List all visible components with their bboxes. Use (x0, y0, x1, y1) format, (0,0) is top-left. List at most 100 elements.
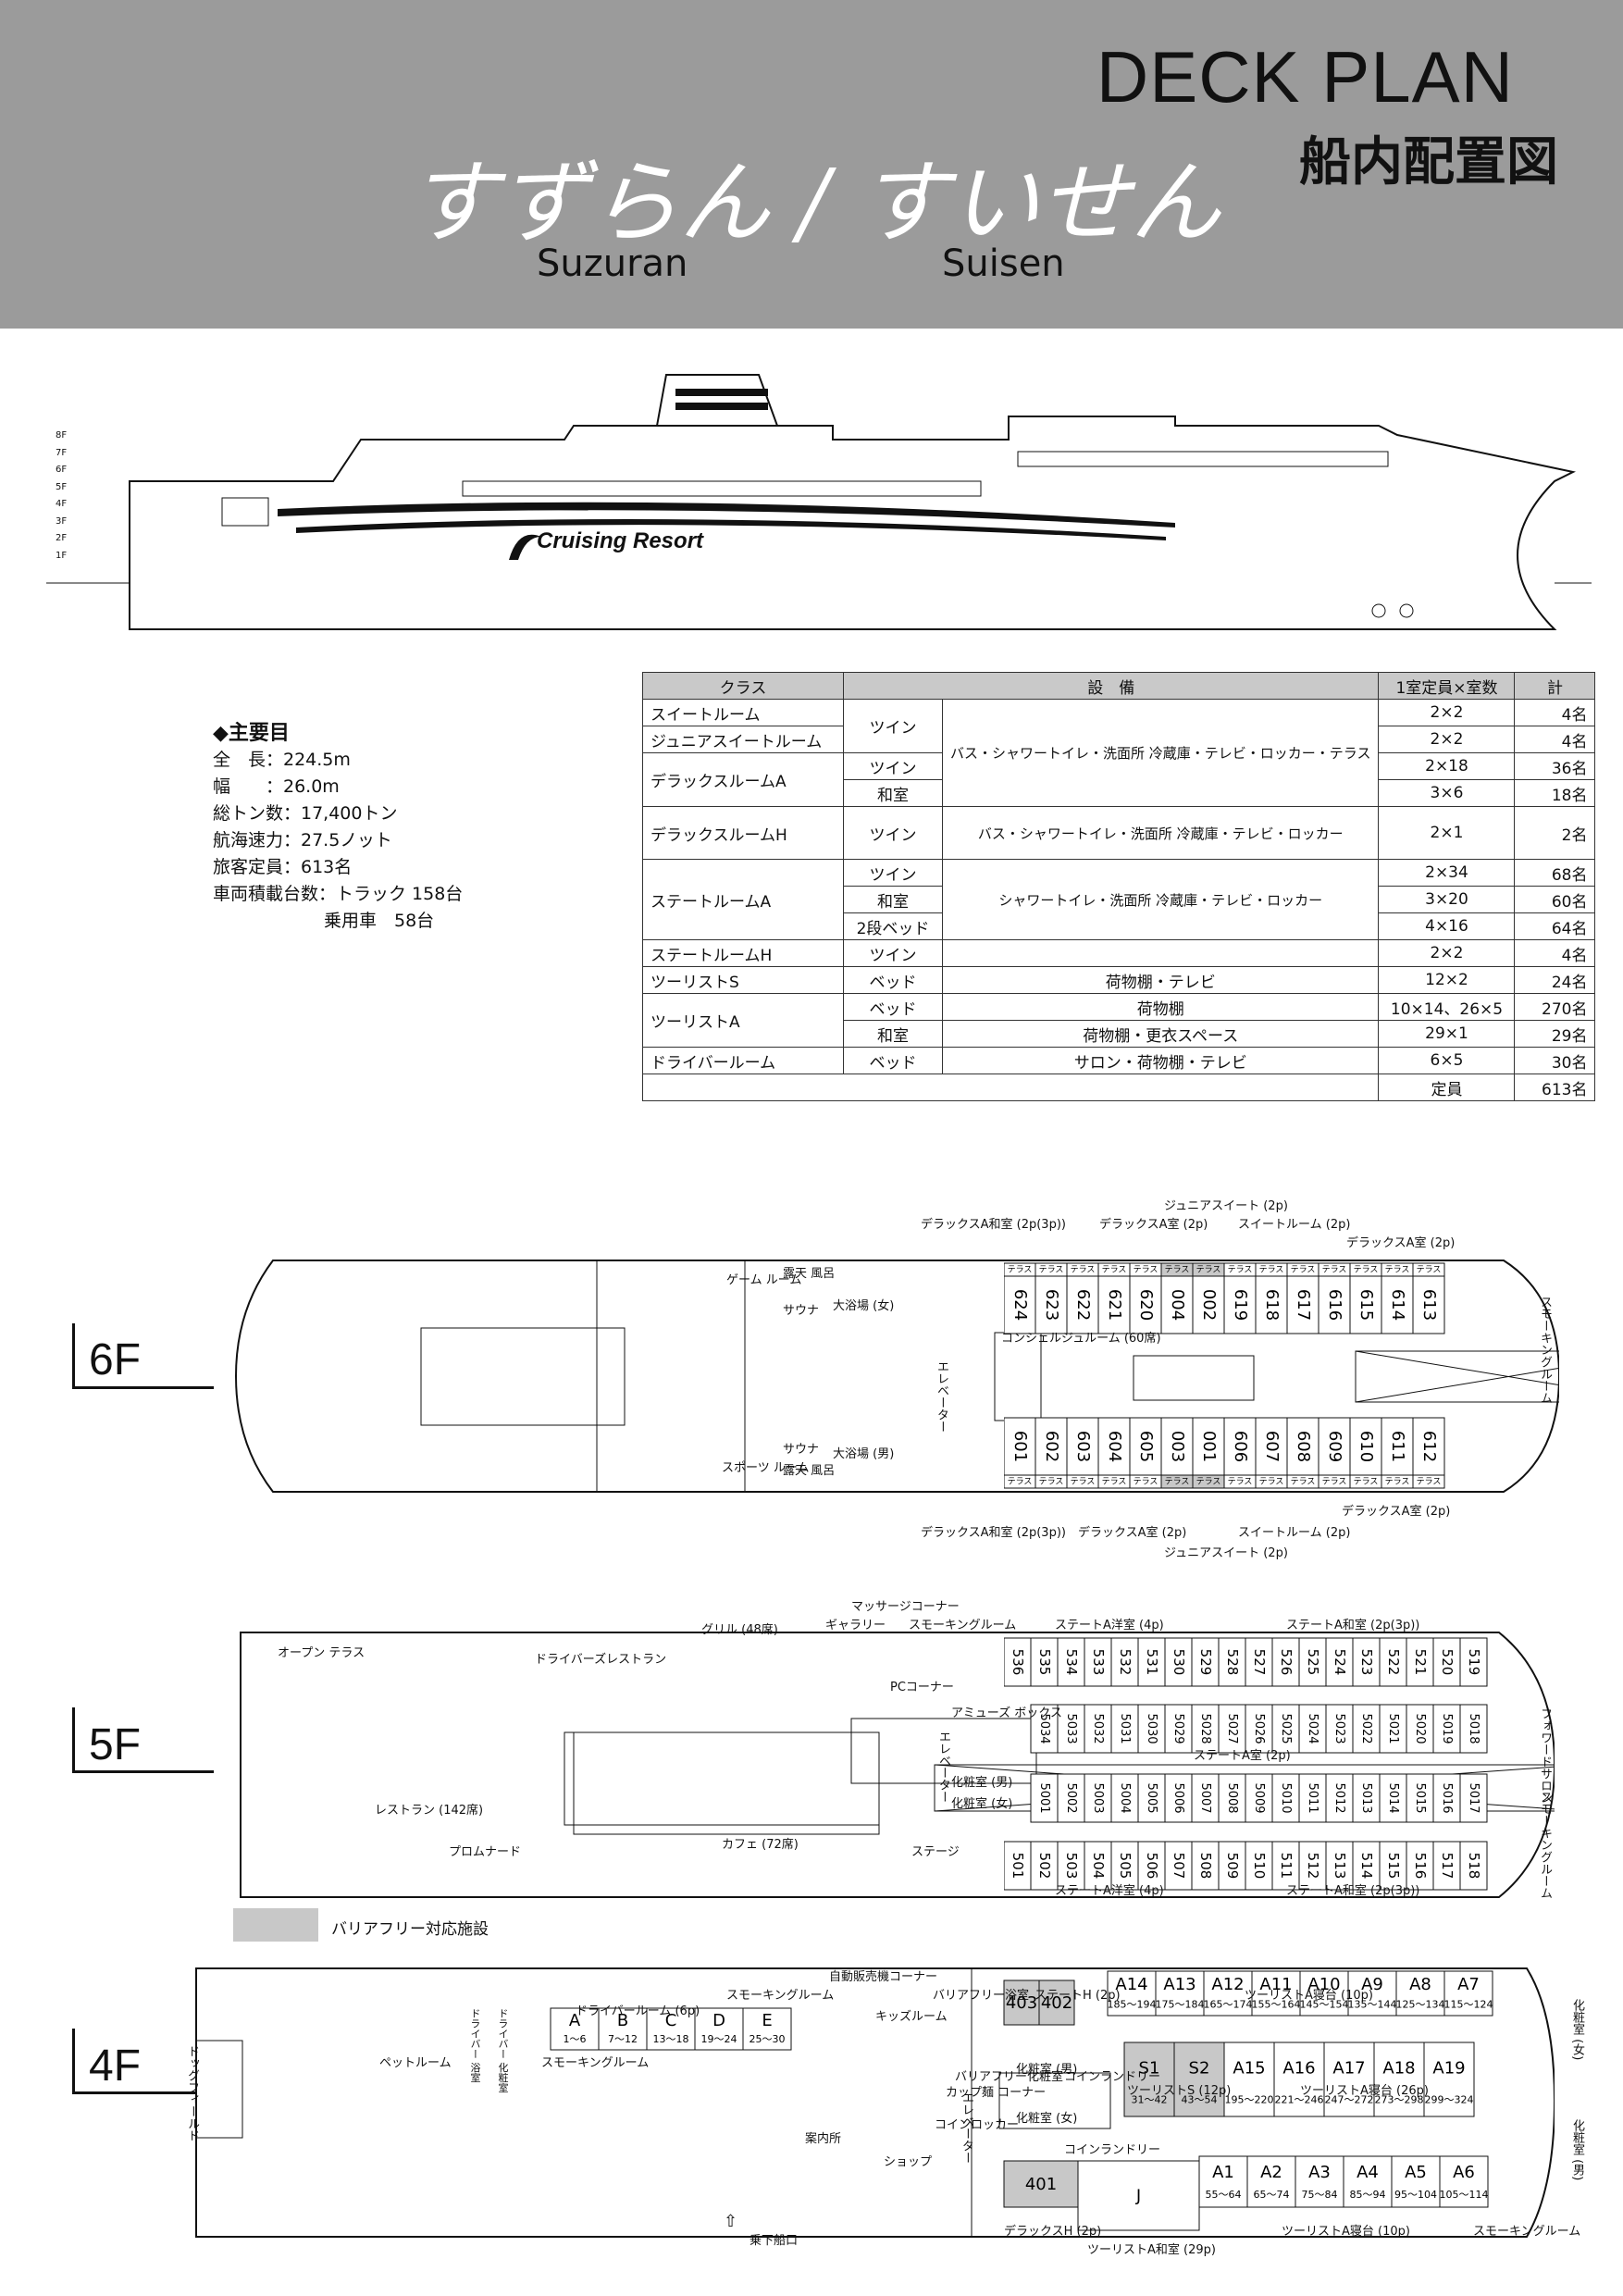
label-cup-noodle: カップ麺 コーナー (946, 2086, 1047, 2100)
label-dxa-wa-bottom: デラックスA和室 (2p(3p)) (921, 1526, 1066, 1540)
deck-marker: 6F (56, 465, 68, 475)
cabin-5f-top: 521 (1412, 1649, 1429, 1676)
cell: 和室 (843, 1020, 943, 1048)
tourist-room-bottom-range: 75～84 (1302, 2189, 1338, 2201)
cabin-5f-mid-top: 5024 (1306, 1713, 1319, 1744)
cell: 36名 (1514, 752, 1596, 780)
floor-5f-label: 5F (89, 1720, 142, 1769)
cell: ツーリストA (642, 993, 844, 1048)
tourist-room-top-range: 125～134 (1396, 1998, 1445, 2010)
cabin-5f-bottom: 507 (1171, 1853, 1187, 1880)
tourist-room-top-id: A7 (1457, 1975, 1480, 1994)
spec-vehicles-car: 乗用車 58台 (324, 911, 435, 931)
floor-5f-bracket (72, 1707, 214, 1773)
terrace-cell: テラス (1322, 1265, 1347, 1275)
tourist-room-mid-range: 31～42 (1132, 2094, 1168, 2106)
cell: 2×2 (1378, 939, 1516, 967)
tourist-room-mid-box (1323, 2042, 1375, 2117)
cabin-5f-mid-top-box (1379, 1704, 1407, 1754)
label-boarding-exit: 乗下船口 (750, 2234, 799, 2248)
terrace-cell: テラス (1196, 1265, 1221, 1275)
cabin-5f-mid-top: 5033 (1064, 1713, 1078, 1744)
terrace-cell: テラス (1102, 1265, 1127, 1275)
cabin-5f-mid-top: 5031 (1118, 1713, 1132, 1744)
label-coin-laundry: コインランドリー (1064, 2070, 1161, 2084)
cabin-5f-mid-top-box (1057, 1704, 1085, 1754)
table-row: デラックスルームH ツイン バス・シャワートイレ・洗面所 冷蔵庫・テレビ・ロッカ… (642, 806, 1596, 860)
page-title-jp: 船内配置図 (1299, 132, 1558, 192)
cell: 68名 (1514, 859, 1596, 887)
cell: 2名 (1514, 806, 1596, 860)
tourist-room-top-box (1203, 1970, 1253, 2017)
cabin-5f-bottom: 508 (1197, 1853, 1214, 1880)
floor-4f-label: 4F (89, 2042, 142, 2091)
cell: スイートルーム (642, 699, 844, 726)
cabin-6f-top-box (1349, 1275, 1382, 1334)
terrace-cell-bottom: テラス (1322, 1477, 1347, 1487)
cell: 4×16 (1378, 912, 1516, 940)
cabin-6f-bottom: 606 (1231, 1431, 1250, 1462)
cell: 定員 (1378, 1074, 1516, 1101)
spec-tonnage: 総トン数：17,400トン (213, 803, 398, 824)
cell: 64名 (1514, 912, 1596, 940)
exit-arrow-icon: ⇧ (724, 2212, 738, 2231)
cabin-5f-top-box (1245, 1637, 1273, 1687)
terrace-cell-bottom: テラス (1259, 1477, 1284, 1487)
cell: 2×2 (1378, 699, 1516, 726)
tourist-room-mid-id: A17 (1332, 2059, 1365, 2079)
cell (641, 1074, 1380, 1101)
label-state-h: ステートH (2p) (1035, 1989, 1121, 2003)
cabin-5f-bottom-box (1352, 1841, 1381, 1891)
label-state-wa-top: ステートA和室 (2p(3p)) (1286, 1619, 1420, 1632)
label-deluxe-h: デラックスH (2p) (1004, 2225, 1102, 2239)
cabin-5f-mid-top: 5021 (1386, 1713, 1400, 1744)
label-driver-bath: ドライバー 浴室 (469, 2008, 481, 2083)
gull-logo-icon (509, 534, 541, 560)
cell: ベッド (843, 966, 943, 994)
tourist-room-mid-box (1423, 2042, 1475, 2117)
cabin-5f-bottom-box (1218, 1841, 1246, 1891)
label-elevator-5f: エレベーター (936, 1731, 950, 1803)
label-state-yo-bottom: ステートA洋室 (4p) (1055, 1884, 1164, 1898)
label-stage: ステージ (911, 1845, 960, 1859)
room-class-table: クラス 設 備 1室定員×室数 計 スイートルーム ツイン バス・シャワートイレ… (641, 672, 1596, 1101)
tourist-room-bottom-box (1295, 2155, 1344, 2208)
label-dxa-wa-top: デラックスA和室 (2p(3p)) (921, 1218, 1066, 1232)
col-capacity: 1室定員×室数 (1378, 672, 1516, 700)
table-row: 2段ベッド 4×16 64名 (643, 912, 1596, 940)
label-dog-field: ドッグフィールド (185, 2045, 199, 2141)
tourist-room-bottom-id: A1 (1212, 2163, 1234, 2182)
label-wc-male-5f: 化粧室 (男) (951, 1776, 1013, 1790)
tourist-room-mid-range: 247～272 (1325, 2094, 1374, 2106)
cabin-5f-mid-top: 5032 (1091, 1713, 1105, 1744)
cabin-5f-bottom-box (1137, 1841, 1166, 1891)
driver-room-id: D (712, 2011, 725, 2030)
spec-passengers: 旅客定員：613名 (213, 857, 353, 877)
driver-room-id: E (762, 2011, 772, 2030)
cabin-5f-mid-top: 5020 (1413, 1713, 1427, 1744)
cell: ツイン (843, 939, 943, 967)
terrace-cell: テラス (1039, 1265, 1064, 1275)
cabin-5f-mid-top: 5023 (1332, 1713, 1346, 1744)
cabin-5f-bottom: 516 (1412, 1853, 1429, 1880)
label-wc-female-bow: 化粧室 (女) (1570, 1999, 1584, 2061)
cabin-5f-mid-top: 5034 (1037, 1713, 1051, 1744)
tourist-room-top-box (1155, 1970, 1205, 2017)
cabin-5f-mid-top: 5028 (1198, 1713, 1212, 1744)
label-state-yo-top: ステートA洋室 (4p) (1055, 1619, 1164, 1632)
cell: バス・シャワートイレ・洗面所 冷蔵庫・テレビ・ロッカー (941, 806, 1380, 860)
cabin-6f-bottom: 003 (1168, 1431, 1187, 1462)
label-smoking-6f: スモーキングルーム (1538, 1296, 1552, 1404)
cabin-5f-mid-bottom: 5007 (1198, 1782, 1212, 1813)
tourist-room-top-range: 115～124 (1444, 1998, 1493, 2010)
cabin-5f-mid-bottom-box (1137, 1773, 1166, 1823)
cell: ステートルームA (642, 859, 844, 940)
cabin-6f-bottom-box (1066, 1417, 1099, 1476)
deck-level-markers: 8F 7F 6F 5F 4F 3F 2F 1F (56, 428, 67, 565)
cell: 12×2 (1378, 966, 1516, 994)
cabin-5f-top: 534 (1063, 1649, 1080, 1676)
table-row-total: 定員 613名 (641, 1074, 1596, 1101)
tourist-room-mid-id: S2 (1189, 2059, 1210, 2079)
terrace-cell-bottom: テラス (1071, 1477, 1096, 1487)
label-suite-bottom: スイートルーム (2p) (1238, 1526, 1351, 1540)
